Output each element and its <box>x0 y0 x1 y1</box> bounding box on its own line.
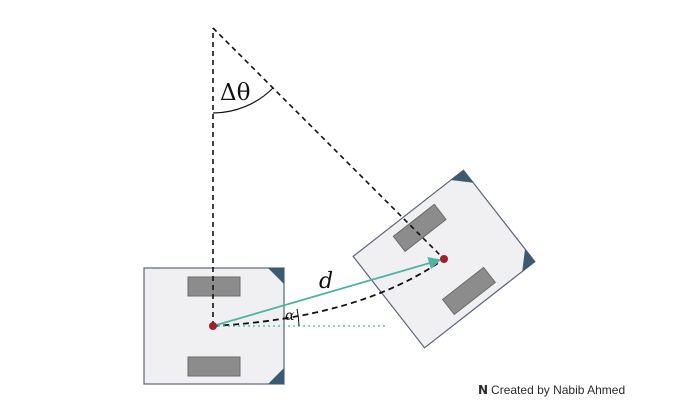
delta-theta-arc <box>212 87 274 114</box>
credit-text: Created by Nabib Ahmed <box>491 383 626 397</box>
travel-arc-path <box>212 258 445 327</box>
initial-robot-center <box>209 322 217 330</box>
delta-theta-label: Δθ <box>220 80 250 106</box>
final-robot-corner-marker-top <box>450 170 474 183</box>
alpha-arc <box>296 308 300 327</box>
distance-arrow <box>212 257 442 327</box>
initial-robot <box>143 267 285 385</box>
credit-line: N Created by Nabib Ahmed <box>478 383 625 397</box>
initial-robot-corner-marker-top <box>268 268 284 284</box>
alpha-label: α <box>285 308 295 324</box>
initial-robot-wheel-top <box>187 276 241 297</box>
final-robot-wheel-top <box>392 203 447 253</box>
author-logo-icon: N <box>478 383 489 397</box>
final-robot-center <box>440 255 448 263</box>
initial-robot-corner-marker-bottom <box>268 368 284 384</box>
final-radius-line <box>212 27 445 260</box>
initial-robot-wheel-bottom <box>187 356 241 377</box>
final-robot-corner-marker-bottom <box>522 249 535 272</box>
final-robot-wheel-bottom <box>441 266 496 316</box>
distance-label: d <box>319 269 333 294</box>
